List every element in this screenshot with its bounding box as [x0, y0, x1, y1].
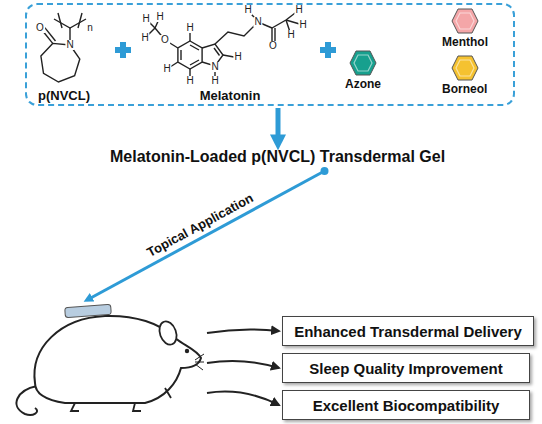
drawn-polyline	[54, 19, 86, 28]
outcome-text: Enhanced Transdermal Delivery	[294, 323, 522, 340]
dashed-group-box: p(NVCL) Melatonin MentholAzone Borneol	[25, 3, 515, 106]
edge-label: Topical Application	[143, 189, 258, 261]
drawn-rect	[120, 42, 126, 58]
additive-hexagon: Borneol	[442, 55, 487, 96]
atom-symbol: H	[286, 30, 295, 40]
outcome-text: Sleep Quality Improvement	[309, 360, 502, 377]
atom-symbol: H	[233, 52, 242, 62]
title-text: Melatonin-Loaded p(NVCL) Transdermal Gel	[110, 148, 445, 165]
drawn-polygon	[456, 60, 474, 76]
drawn-path	[34, 316, 201, 403]
drawn-line	[190, 60, 199, 65]
atom-symbol: H	[162, 64, 171, 74]
drawn-polyline	[215, 22, 258, 44]
structure-name: Melatonin	[200, 88, 261, 103]
atom-symbol: O	[35, 23, 45, 33]
drawn-circle	[185, 349, 189, 353]
plus-sign	[115, 42, 336, 58]
atom-symbol: H	[243, 5, 252, 15]
atom-symbol: n	[86, 23, 94, 33]
atom-symbol: O	[268, 41, 278, 51]
drawn-path	[195, 354, 204, 370]
drawn-path	[16, 386, 37, 415]
additive-name: Borneol	[442, 82, 487, 96]
drawn-rect	[65, 304, 112, 317]
atom-symbol: N	[210, 62, 219, 72]
outcome-box: Enhanced Transdermal Delivery	[282, 316, 534, 346]
outcome-text: Excellent Biocompatibility	[313, 397, 500, 414]
drawn-line	[223, 55, 234, 57]
hexagon-icon	[451, 55, 479, 81]
arrow-connector	[207, 329, 279, 333]
drawn-polygon	[354, 55, 372, 71]
melatonin-structure	[145, 10, 303, 81]
drawn-line	[272, 20, 286, 28]
additive-hexagon: Azone	[345, 50, 381, 91]
additive-hexagon: Menthol	[442, 8, 488, 49]
pnvcl-structure	[41, 13, 86, 82]
product-title: Melatonin-Loaded p(NVCL) Transdermal Gel	[110, 148, 445, 166]
atom-symbol: O	[160, 35, 170, 45]
drawn-line	[78, 13, 82, 28]
atom-symbol: H	[210, 76, 219, 86]
drawn-line	[45, 28, 56, 41]
mouse-figure	[5, 288, 205, 420]
atom-symbol: H	[185, 23, 194, 33]
drawn-rect	[325, 42, 331, 58]
atom-symbol: N	[65, 40, 74, 50]
atom-symbol: H	[294, 5, 303, 15]
atom-symbol: H	[140, 33, 149, 43]
drawn-line	[58, 13, 62, 28]
additive-name: Menthol	[442, 35, 488, 49]
drawn-ellipse	[156, 319, 179, 347]
additive-name: Azone	[345, 77, 381, 91]
hexagon-icon	[451, 8, 479, 34]
atom-symbol: H	[185, 76, 194, 86]
atom-symbol: N	[253, 17, 262, 27]
arrow-connector	[87, 171, 325, 300]
outcome-box: Sleep Quality Improvement	[282, 353, 530, 383]
drawn-line	[180, 50, 181, 60]
arrow-connector	[207, 361, 279, 368]
drawn-polygon	[456, 13, 474, 29]
drawn-polygon	[452, 9, 478, 33]
arrow-connector	[207, 392, 279, 406]
drawn-polygon	[178, 41, 202, 69]
atom-symbol: H	[298, 20, 307, 30]
drawn-polygon	[350, 51, 376, 75]
arrow-connector	[276, 108, 281, 144]
outcome-box: Excellent Biocompatibility	[282, 390, 530, 420]
structure-name: p(NVCL)	[38, 88, 90, 103]
drawn-line	[214, 48, 220, 56]
drawn-polygon	[452, 56, 478, 80]
hexagon-icon	[349, 50, 377, 76]
drawn-line	[190, 45, 199, 50]
mouse-illustration	[5, 288, 205, 420]
atom-symbol: H	[155, 12, 164, 22]
drawn-path	[71, 388, 171, 411]
atom-symbol: H	[141, 14, 150, 24]
